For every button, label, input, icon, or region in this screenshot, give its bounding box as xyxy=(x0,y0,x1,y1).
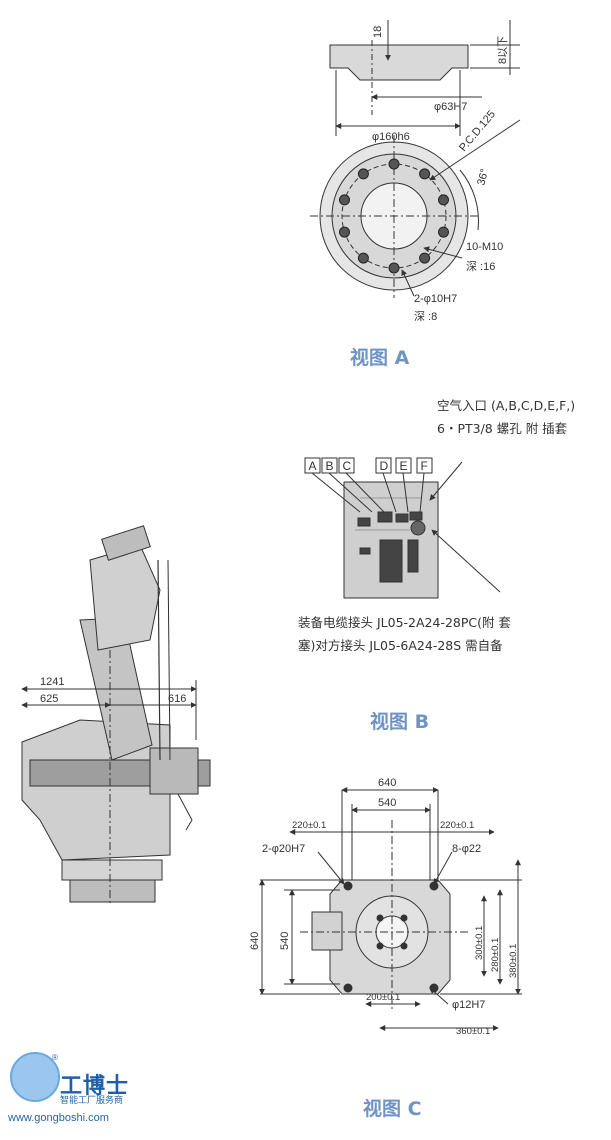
dim-c-w-inner: 540 xyxy=(378,797,396,809)
air-inlet-line-1: 空气入口 (A,B,C,D,E,F,) xyxy=(437,398,576,413)
view-b-caption: 视图 B xyxy=(370,711,430,733)
port-leader-line xyxy=(382,472,397,513)
dim-c-bottom-small: 200±0.1 xyxy=(366,992,400,1003)
bolt-hole xyxy=(388,158,400,170)
view-c-drawing xyxy=(259,787,522,1031)
bolt-hole xyxy=(339,226,350,238)
port-leader-line xyxy=(311,472,361,513)
port-label: F xyxy=(421,459,428,473)
dim-c-r-mid: 280±0.1 xyxy=(490,938,501,972)
dim-c-r-inner: 300±0.1 xyxy=(474,926,485,960)
dim-a-depth: 18 xyxy=(372,26,384,38)
dim-a-tap: 10-M10 xyxy=(466,241,503,253)
air-inlet-note: 空气入口 (A,B,C,D,E,F,) 6・PT3/8 螺孔 附 插套 xyxy=(437,394,575,440)
robot-side-view xyxy=(21,525,211,905)
port-leader-line xyxy=(419,472,425,513)
dim-a-depth-right: 8以下 xyxy=(497,36,509,64)
dim-a-flange: φ160h6 xyxy=(372,131,410,143)
port-label: C xyxy=(343,459,352,473)
mascot-logo-icon xyxy=(10,1052,60,1102)
view-a-caption: 视图 A xyxy=(350,347,410,369)
bolt-hole xyxy=(388,262,400,274)
dim-a-angle: 36° xyxy=(475,168,491,187)
dim-robot-left: 625 xyxy=(40,693,58,705)
dim-c-h-outer: 640 xyxy=(249,932,261,950)
bolt-hole xyxy=(419,168,431,180)
dim-c-bottom-wide: 360±0.1 xyxy=(456,1026,490,1037)
dim-c-h-inner: 540 xyxy=(279,932,291,950)
air-inlet-line-2: 6・PT3/8 螺孔 附 插套 xyxy=(437,421,568,436)
dim-c-left-offset: 220±0.1 xyxy=(292,820,326,831)
dim-c-pin-hole: φ12H7 xyxy=(452,999,485,1011)
dim-robot-total: 1241 xyxy=(40,676,64,688)
bolt-hole xyxy=(438,226,449,238)
cable-note-line-2: 塞)对方接头 JL05-6A24-28S 需自备 xyxy=(298,638,503,653)
dimension-labels: 18 8以下 φ63H7 φ160h6 P.C.D.125 36° 10-M10… xyxy=(40,26,519,1037)
dim-c-hole-right: 8-φ22 xyxy=(452,843,481,855)
port-label: D xyxy=(380,459,389,473)
port-leader-line xyxy=(328,472,373,513)
dim-a-tap-depth: 深 :16 xyxy=(466,260,495,273)
port-leader-line xyxy=(345,472,385,513)
dim-a-bore: φ63H7 xyxy=(434,101,467,113)
dim-a-pin: 2-φ10H7 xyxy=(414,293,457,305)
port-label: B xyxy=(326,459,334,473)
dim-c-right-offset: 220±0.1 xyxy=(440,820,474,831)
bolt-hole xyxy=(419,252,431,264)
dim-a-pin-depth: 深 :8 xyxy=(414,310,437,323)
cable-note-line-1: 装备电缆接头 JL05-2A24-28PC(附 套 xyxy=(298,615,511,630)
dim-robot-right: 616 xyxy=(168,693,186,705)
port-label: A xyxy=(309,459,317,473)
dim-c-w-outer: 640 xyxy=(378,777,396,789)
view-a-drawing xyxy=(310,20,521,298)
port-box xyxy=(416,457,433,474)
registered-mark: ® xyxy=(52,1053,58,1062)
view-c-caption: 视图 C xyxy=(363,1098,422,1120)
bolt-hole xyxy=(339,194,350,206)
port-label: E xyxy=(400,459,408,473)
logo-url: www.gongboshi.com xyxy=(8,1112,109,1124)
bolt-hole xyxy=(438,194,449,206)
dim-c-hole-left: 2-φ20H7 xyxy=(262,843,305,855)
bolt-hole xyxy=(357,168,369,180)
port-leader-line xyxy=(402,472,409,513)
bolt-hole xyxy=(357,252,369,264)
dim-a-pcd: P.C.D.125 xyxy=(457,108,498,154)
logo-tagline: 智能工厂服务商 xyxy=(60,1096,124,1106)
dim-c-r-outer: 380±0.1 xyxy=(508,944,519,978)
cable-connector-note: 装备电缆接头 JL05-2A24-28PC(附 套 塞)对方接头 JL05-6A… xyxy=(298,611,511,657)
logo-brand-name: 工博士 xyxy=(60,1074,130,1099)
